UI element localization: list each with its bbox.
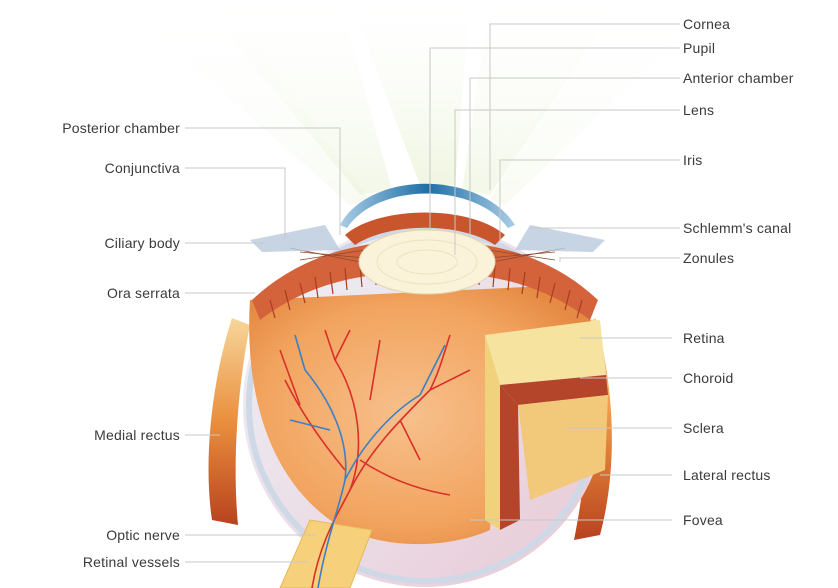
- label-conjunctiva: Conjunctiva: [105, 160, 180, 176]
- label-optic-nerve: Optic nerve: [106, 527, 180, 543]
- label-zonules: Zonules: [683, 250, 734, 266]
- label-ora-serrata: Ora serrata: [107, 285, 180, 301]
- label-lateral-rectus: Lateral rectus: [683, 467, 771, 483]
- label-fovea: Fovea: [683, 512, 723, 528]
- label-schlemms-canal: Schlemm's canal: [683, 220, 791, 236]
- label-pupil: Pupil: [683, 40, 715, 56]
- label-ciliary-body: Ciliary body: [104, 235, 180, 251]
- light-beams: [140, 0, 700, 205]
- label-retina: Retina: [683, 330, 725, 346]
- label-medial-rectus: Medial rectus: [94, 427, 180, 443]
- label-choroid: Choroid: [683, 370, 733, 386]
- label-posterior-chamber: Posterior chamber: [62, 120, 180, 136]
- label-retinal-vessels: Retinal vessels: [83, 554, 180, 570]
- label-anterior-chamber: Anterior chamber: [683, 70, 794, 86]
- conjunctiva-left: [250, 225, 340, 252]
- label-sclera: Sclera: [683, 420, 724, 436]
- label-iris: Iris: [683, 152, 702, 168]
- label-cornea: Cornea: [683, 16, 730, 32]
- conjunctiva-right: [515, 225, 605, 252]
- label-lens: Lens: [683, 102, 714, 118]
